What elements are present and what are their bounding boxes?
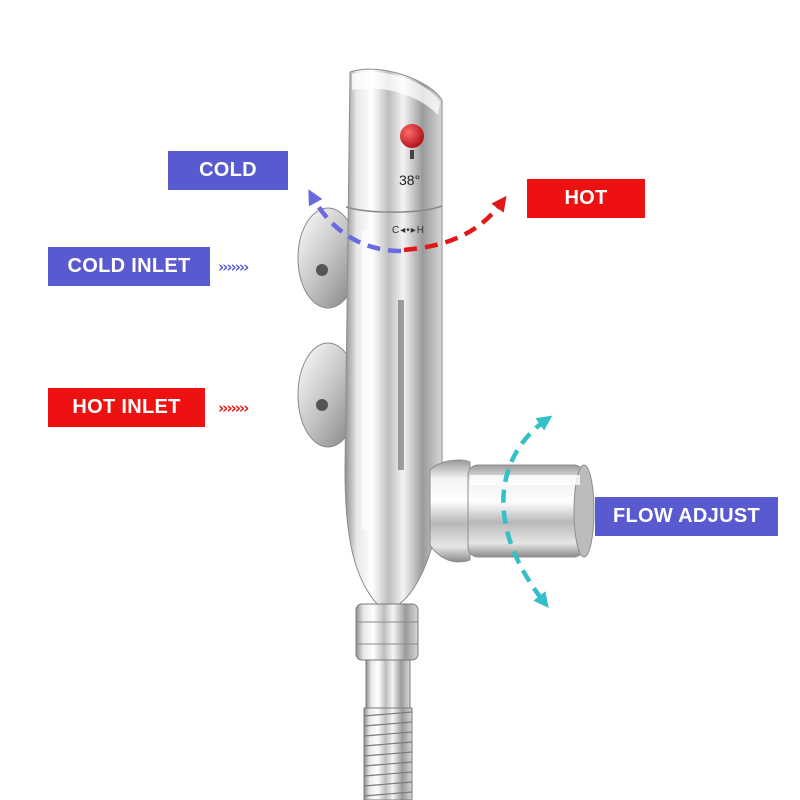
- shower-hose: [363, 707, 413, 800]
- cold-inlet-label: COLD INLET: [48, 247, 210, 286]
- cold-inlet-chevron-icon: ›››››››: [218, 258, 249, 276]
- dial-marking: C◂•▸H: [392, 225, 425, 236]
- hot-inlet-chevron-icon: ›››››››: [218, 399, 249, 417]
- valve-body: [344, 68, 443, 606]
- hose-connector: [355, 603, 419, 711]
- inlet-mounts: [297, 207, 359, 448]
- flow-adjust-label: FLOW ADJUST: [595, 497, 778, 536]
- flow-outlet[interactable]: [429, 459, 595, 563]
- flow-adjust-arrow: [501, 415, 553, 609]
- temperature-knob-dot[interactable]: [400, 124, 424, 148]
- hot-inlet-label: HOT INLET: [48, 388, 205, 427]
- temperature-marking: 38°: [399, 172, 421, 188]
- cold-rotation-arrow: [308, 189, 402, 254]
- cold-label: COLD: [168, 151, 288, 190]
- hot-label: HOT: [527, 179, 645, 218]
